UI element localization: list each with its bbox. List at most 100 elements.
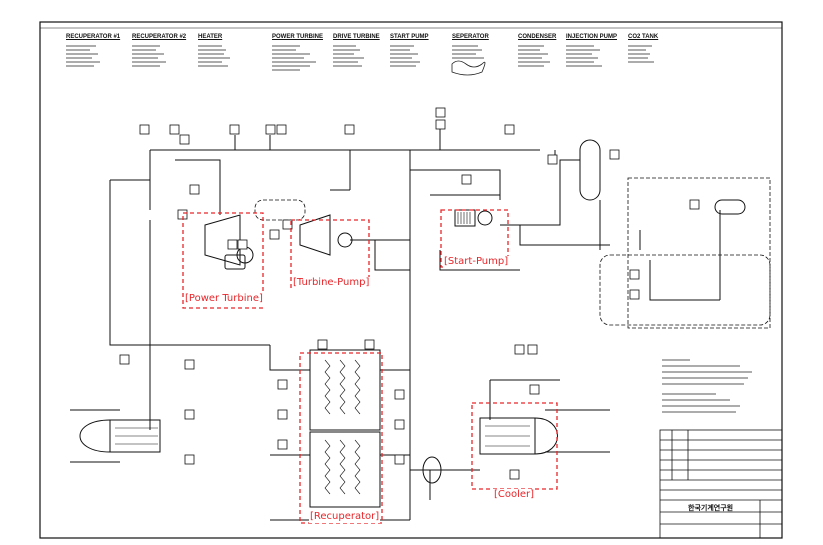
header-title: START PUMP xyxy=(390,34,429,40)
spec-block-10 xyxy=(628,45,654,63)
instrument-tag xyxy=(317,339,328,350)
instrument-tag xyxy=(344,124,355,135)
label-start-pump: [Start-Pump] xyxy=(443,256,510,268)
label-power-turbine: [Power Turbine] xyxy=(184,293,264,305)
instrument-tag xyxy=(282,219,293,230)
recup-1-coil-c xyxy=(354,359,361,415)
pipe-pt-inlet xyxy=(175,159,221,215)
instrument-tag xyxy=(435,107,446,118)
cooler-body xyxy=(479,417,536,455)
spec-block-1 xyxy=(66,45,100,67)
instrument-tag xyxy=(277,439,288,450)
title-block xyxy=(659,429,783,539)
cooler-tubes xyxy=(485,425,530,447)
instrument-tag xyxy=(179,134,190,145)
separator-vessel xyxy=(579,139,601,201)
instrument-tag xyxy=(689,199,700,210)
heater-tubes xyxy=(115,427,158,445)
pipe-injection-line xyxy=(519,225,610,246)
recuperator-2-body xyxy=(309,431,381,508)
instrument-tag xyxy=(504,124,515,135)
label-turbine-pump: [Turbine-Pump] xyxy=(292,277,371,289)
instrument-tag xyxy=(184,359,195,370)
original-dashed-boundaries xyxy=(254,177,771,329)
start-pump-symbol xyxy=(477,210,493,226)
header-title: SEPERATOR xyxy=(452,34,489,40)
instrument-tag xyxy=(139,124,150,135)
pipe-to-separator xyxy=(500,159,580,226)
header-title: POWER TURBINE xyxy=(272,34,323,40)
pipe-left-loop xyxy=(109,180,150,346)
instrument-tag xyxy=(184,409,195,420)
header-title: INJECTION PUMP xyxy=(566,34,618,40)
instrument-tag xyxy=(435,119,446,130)
title-block-frame xyxy=(659,429,783,539)
header-title: CO2 TANK xyxy=(628,34,659,40)
pipe-tank-line xyxy=(649,260,720,301)
start-pump-hatch xyxy=(455,209,475,224)
process-piping xyxy=(70,120,721,521)
boundary-injection xyxy=(599,254,771,326)
recup-2-coil-b xyxy=(339,439,346,495)
instrument-tag xyxy=(609,149,620,160)
instrument-tag xyxy=(514,344,525,355)
instrument-tag xyxy=(547,154,558,165)
buffer-vessel xyxy=(422,456,442,484)
header-title: RECUPERATOR #1 xyxy=(66,34,121,40)
title-block-organization: 한국기계연구원 xyxy=(688,504,734,512)
header-title: DRIVE TURBINE xyxy=(333,34,380,40)
spec-block-4 xyxy=(272,45,316,71)
instrument-tag xyxy=(237,239,248,250)
label-recuperator: [Recuperator] xyxy=(309,511,381,523)
boundary-cloud xyxy=(254,199,306,221)
instrument-tag xyxy=(169,124,180,135)
instrument-tag xyxy=(509,469,520,480)
spec-block-3 xyxy=(198,45,230,67)
highlight-box-power-turbine xyxy=(182,212,264,309)
power-turbine-bearing xyxy=(224,254,246,270)
instrument-tag xyxy=(184,454,195,465)
equipment-spec-blocks xyxy=(66,45,654,76)
instrument-tag xyxy=(394,454,405,465)
instrument-tag xyxy=(229,124,240,135)
cooler-bend xyxy=(534,417,558,455)
highlight-box-recuperator xyxy=(299,352,383,524)
instrument-tag xyxy=(529,384,540,395)
instrument-tag xyxy=(461,174,472,185)
instrument-tag xyxy=(119,354,130,365)
spec-block-7 xyxy=(451,45,486,76)
drawing-border xyxy=(39,21,783,539)
instrument-tag xyxy=(265,124,276,135)
instrument-tags xyxy=(119,107,700,480)
heater-body xyxy=(109,419,161,453)
spec-block-5 xyxy=(333,45,364,67)
recuperator-1-body xyxy=(309,349,381,431)
instrument-tag xyxy=(277,409,288,420)
instrument-tag xyxy=(527,344,538,355)
co2-tank-vessel xyxy=(714,199,746,215)
header-title: CONDENSER xyxy=(518,34,557,40)
instrument-tag xyxy=(269,229,280,240)
instrument-tag xyxy=(276,124,287,135)
spec-block-9 xyxy=(566,45,602,67)
pipe-sp-out xyxy=(439,250,520,271)
equipment-symbols xyxy=(79,139,746,508)
instrument-tag xyxy=(189,184,200,195)
label-cooler: [Cooler] xyxy=(493,489,536,501)
general-notes xyxy=(662,359,752,413)
spec-block-2 xyxy=(132,45,166,67)
instrument-tag xyxy=(277,379,288,390)
pipe-start-pump-feed xyxy=(410,169,501,200)
header-title: HEATER xyxy=(198,34,223,40)
boundary-co2-system xyxy=(627,177,771,329)
instrument-tag xyxy=(629,289,640,300)
instrument-tag xyxy=(394,389,405,400)
power-turbine-symbol xyxy=(204,214,241,266)
pipe-tp-bypass xyxy=(374,240,410,271)
header-title: RECUPERATOR #2 xyxy=(132,34,187,40)
recup-2-coil-a xyxy=(324,439,331,495)
spec-block-6 xyxy=(390,45,420,67)
recup-2-coil-c xyxy=(354,439,361,495)
